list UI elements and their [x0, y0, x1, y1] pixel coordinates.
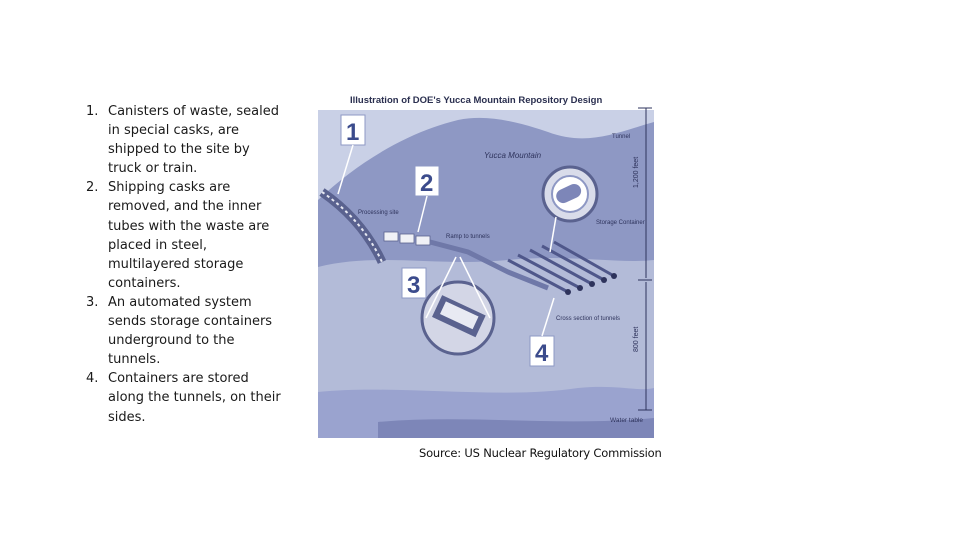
step-number: 2. — [86, 180, 99, 196]
step-number: 1. — [86, 104, 99, 119]
badge-number: 4 — [535, 340, 549, 367]
label-cross-section: Cross section of tunnels — [556, 316, 620, 322]
badge-step-1: 1 — [340, 114, 366, 146]
tunnel-ends — [565, 273, 617, 295]
step-item: 1. Canisters of waste, sealed in special … — [86, 102, 286, 178]
processing-site — [383, 231, 431, 246]
dimension-lower: 800 feet — [633, 327, 640, 352]
badge-number: 3 — [407, 272, 420, 299]
label-storage: Storage Container — [596, 220, 645, 226]
step-number: 4. — [86, 371, 99, 387]
repository-diagram: 1,200 feet 800 feet Illustration of DOE'… — [318, 92, 654, 438]
step-item: 4. Containers are stored along the tunnel… — [86, 369, 286, 426]
label-water-table: Water table — [610, 417, 643, 424]
tunnel-array — [507, 240, 615, 294]
badge-step-4: 4 — [529, 335, 555, 367]
diagram-title: Illustration of DOE's Yucca Mountain Rep… — [350, 95, 602, 106]
badge-step-3: 3 — [401, 267, 427, 299]
source-caption: Source: US Nuclear Regulatory Commission — [419, 446, 662, 460]
badge-number: 2 — [420, 170, 433, 197]
step-text: Shipping casks are removed, and the inne… — [108, 180, 270, 291]
rail-track — [319, 188, 387, 264]
step-text: Containers are stored along the tunnels,… — [108, 371, 281, 425]
label-ramp: Ramp to tunnels — [446, 234, 490, 240]
dimension-lines — [638, 107, 652, 411]
badge-number: 1 — [346, 119, 359, 146]
ramp-to-tunnels — [429, 239, 549, 291]
step-number: 3. — [86, 294, 99, 310]
step-text: An automated system sends storage contai… — [108, 294, 273, 368]
label-tunnel: Tunnel — [612, 134, 630, 140]
step-item: 2. Shipping casks are removed, and the in… — [86, 178, 286, 293]
badge-step-2: 2 — [414, 165, 440, 197]
label-processing: Processing site — [358, 210, 399, 216]
label-mountain: Yucca Mountain — [484, 151, 542, 160]
step-item: 3. An automated system sends storage cont… — [86, 293, 286, 369]
steps-list: 1. Canisters of waste, sealed in special … — [86, 102, 286, 427]
dimension-upper: 1,200 feet — [633, 157, 640, 188]
step-text: Canisters of waste, sealed in special ca… — [108, 104, 280, 177]
